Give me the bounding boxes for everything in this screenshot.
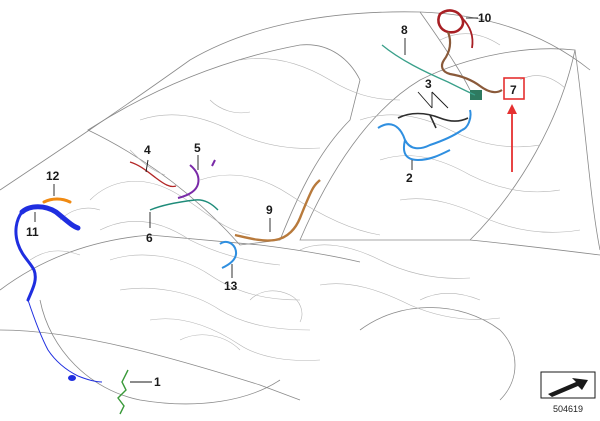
- callout-6: 6: [146, 231, 153, 245]
- callout-9: 9: [266, 203, 273, 217]
- callout-7: 7: [510, 83, 517, 97]
- harness-6: [149, 199, 219, 211]
- callout-5: 5: [194, 141, 201, 155]
- document-number: 504619: [553, 404, 583, 414]
- harness-12: [42, 197, 72, 204]
- callout-11: 11: [26, 225, 39, 239]
- callout-1: 1: [154, 375, 161, 389]
- orientation-arrow-icon: [540, 371, 596, 399]
- car-body-outline: [0, 11, 600, 405]
- callout-2: 2: [406, 171, 413, 185]
- highlight-arrowhead: [507, 104, 517, 114]
- harness-10: [437, 9, 503, 94]
- leader-lines: [34, 17, 478, 383]
- callout-labels: 1 2 3 4 5 6 7 8 9 10 11 12 13: [26, 11, 517, 389]
- callout-13: 13: [224, 279, 238, 293]
- harness-13: [219, 240, 238, 269]
- harness-8: [381, 44, 476, 96]
- harness-2: [377, 109, 472, 162]
- callout-4: 4: [144, 143, 151, 157]
- harness-4: [129, 161, 177, 188]
- harness-7: [470, 90, 482, 100]
- harness-9: [234, 179, 321, 242]
- interior-components-ghost: [29, 33, 581, 361]
- harness-11: [14, 204, 103, 383]
- harness-1: [117, 369, 129, 415]
- harness-5: [177, 159, 216, 199]
- callout-10: 10: [478, 11, 492, 25]
- highlight-box: [503, 77, 525, 100]
- callout-12: 12: [46, 169, 60, 183]
- callout-3: 3: [425, 77, 432, 91]
- harness-3: [397, 112, 469, 129]
- highlight-marker: [503, 77, 525, 172]
- callout-8: 8: [401, 23, 408, 37]
